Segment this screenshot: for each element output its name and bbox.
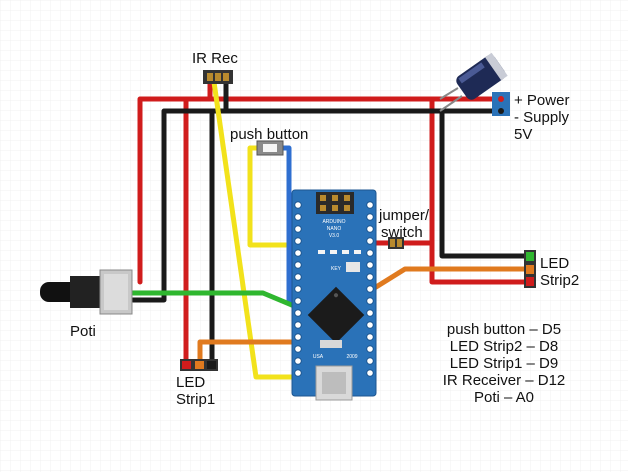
label-push-button: push button xyxy=(230,126,308,143)
pin-map-item: push button – D5 xyxy=(447,321,561,338)
board-name-line1: ARDUINO xyxy=(322,219,345,225)
orange-wire-strip1 xyxy=(197,339,301,365)
pin-map-item: LED Strip2 – D8 xyxy=(450,338,558,355)
black-wire-strip2 xyxy=(439,108,531,259)
label-ir-rec: IR Rec xyxy=(192,50,238,67)
led-strip2-header xyxy=(524,250,536,288)
label-jumper-line1: jumper/ xyxy=(378,207,430,224)
pin-map-legend: push button – D5 LED Strip2 – D8 LED Str… xyxy=(443,321,566,406)
board-key-label: KEY xyxy=(331,266,342,272)
board-year-label: 2009 xyxy=(346,354,357,360)
capacitor xyxy=(439,52,508,112)
red-wire-power-bus xyxy=(137,96,500,285)
arduino-nano: ARDUINO NANO V3.0 KEY USA 2009 xyxy=(291,189,377,401)
pin-map-item: Poti – A0 xyxy=(474,389,534,406)
label-poti: Poti xyxy=(70,323,96,340)
right-pin-row xyxy=(366,201,374,377)
potentiometer xyxy=(40,269,133,315)
red-wire-strip2 xyxy=(429,96,531,285)
yellow-wire-button xyxy=(247,145,301,248)
black-wire-ground-bus xyxy=(130,108,500,303)
label-led-strip1-line2: Strip1 xyxy=(176,391,215,408)
label-power-line3: 5V xyxy=(514,126,532,143)
label-power-line1: + Power xyxy=(514,92,569,109)
yellow-wire-ir-signal xyxy=(211,79,301,380)
led-strip1-header xyxy=(180,359,218,371)
pin-map-item: LED Strip1 – D9 xyxy=(450,355,558,372)
label-led-strip2-line2: Strip2 xyxy=(540,272,579,289)
board-name-line3: V3.0 xyxy=(329,233,340,239)
label-led-strip1-line1: LED xyxy=(176,374,205,391)
pin-map-item: IR Receiver – D12 xyxy=(443,372,566,389)
ir-receiver xyxy=(203,70,233,84)
label-power-line2: - Supply xyxy=(514,109,570,126)
left-pin-row xyxy=(294,201,302,377)
board-usa-label: USA xyxy=(313,354,324,360)
power-connector xyxy=(492,92,510,116)
label-led-strip2-line1: LED xyxy=(540,255,569,272)
board-name-line2: NANO xyxy=(327,226,342,232)
push-button xyxy=(256,140,284,156)
label-jumper-line2: switch xyxy=(381,224,423,241)
jumper-switch xyxy=(388,237,404,249)
